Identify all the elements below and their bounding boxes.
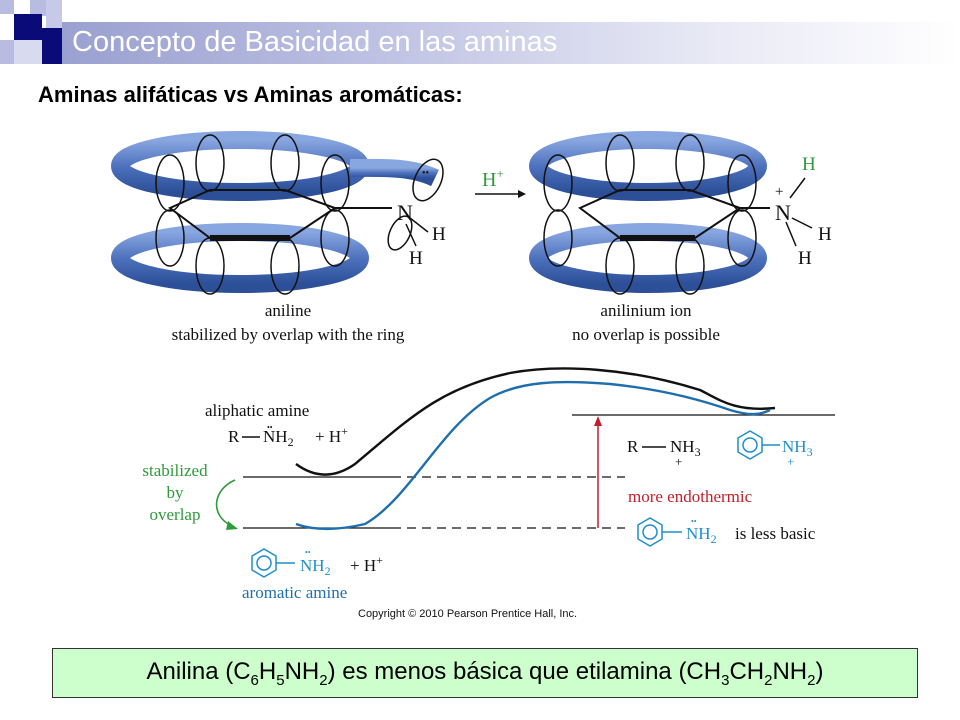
aliphatic-nh-text: NH: [263, 427, 288, 446]
copyright-notice: Copyright © 2010 Pearson Prentice Hall, …: [358, 608, 577, 620]
product-aromatic-charge: +: [787, 454, 794, 469]
benzene-ring-less-basic: [637, 517, 663, 547]
decor-square: [46, 0, 62, 28]
caption-part: H: [258, 657, 277, 685]
caption-sub: 6: [250, 671, 259, 689]
product-aromatic-nh3-sub: 3: [807, 445, 813, 459]
aromatic-dots: ••: [305, 548, 311, 557]
reaction-arrow-head: [518, 190, 526, 198]
caption-text: Anilina (C6H5NH2) es menos básica que et…: [147, 658, 824, 689]
aromatic-nh2-text: NH: [300, 556, 325, 575]
stabilized-label-3: overlap: [150, 505, 201, 524]
basicity-figure: •• N H H H+ + N H H H aniline stabilized…: [111, 131, 835, 620]
aniline-atom-h1: H: [432, 224, 446, 245]
caption-part: NH: [772, 657, 808, 685]
decor-square: [42, 28, 62, 64]
anilinium-caption-1: anilinium ion: [600, 301, 692, 320]
aromatic-nh2: NH2: [300, 556, 331, 578]
decor-square: [14, 14, 42, 40]
anilinium-atom-n: N: [775, 200, 791, 225]
aniline-caption-1: aniline: [265, 301, 311, 320]
decor-square: [0, 40, 14, 64]
slide-title: Concepto de Basicidad en las aminas: [72, 26, 558, 58]
aromatic-curve: [295, 380, 771, 531]
aromatic-label: aromatic amine: [242, 583, 347, 602]
aniline-atom-h2: H: [409, 248, 423, 269]
stabilized-arrow: [215, 479, 236, 527]
less-basic-text: is less basic: [735, 524, 816, 543]
aniline-model: [111, 131, 444, 295]
slide-subtitle: Aminas alifáticas vs Aminas aromáticas:: [38, 82, 463, 107]
caption-box: Anilina (C6H5NH2) es menos básica que et…: [52, 648, 918, 698]
reagent-h: H+: [482, 166, 504, 191]
reagent-h-sup: +: [496, 166, 503, 181]
stabilized-label-2: by: [167, 483, 185, 502]
benzene-ring-aromatic: [251, 548, 277, 578]
aliphatic-label: aliphatic amine: [205, 401, 309, 420]
aromatic-plus-h: + H+: [350, 553, 383, 575]
product-charge: +: [675, 454, 682, 469]
anilinium-model: [529, 131, 813, 295]
decor-square: [30, 0, 46, 16]
less-basic-nh2-text: NH: [686, 524, 711, 543]
aliphatic-formula-nh: NH2: [263, 427, 294, 449]
product-r: R: [627, 437, 639, 456]
more-endothermic: more endothermic: [628, 487, 753, 506]
anilinium-caption-2: no overlap is possible: [572, 325, 720, 344]
aliphatic-formula-r: R: [228, 427, 240, 446]
aromatic-plus-h-sup: +: [376, 553, 383, 567]
endothermic-arrow-head: [594, 416, 602, 426]
aliphatic-plus-h-sup: +: [341, 424, 348, 438]
anilinium-atom-h-green: H: [802, 154, 816, 175]
product-nh3: NH3: [670, 437, 701, 459]
caption-sub: 2: [807, 671, 816, 689]
caption-sub: 5: [276, 671, 285, 689]
reagent-h-text: H: [482, 169, 496, 191]
less-basic-nh2: NH2: [686, 524, 717, 546]
aromatic-plus-h-text: + H: [350, 556, 376, 575]
anilinium-atom-h2: H: [798, 248, 812, 269]
caption-sub: 2: [764, 671, 773, 689]
product-aromatic-nh3: NH3: [782, 437, 813, 459]
aniline-atom-n: N: [397, 200, 413, 225]
aromatic-nh2-sub: 2: [325, 564, 331, 578]
aliphatic-dots: ••: [267, 423, 273, 432]
aliphatic-curve: [295, 367, 776, 476]
stabilized-arrow-head: [226, 521, 238, 530]
anilinium-plus: +: [775, 184, 783, 200]
caption-part: CH: [729, 657, 765, 685]
less-basic-nh2-sub: 2: [711, 532, 717, 546]
product-nh3-text: NH: [670, 437, 695, 456]
aliphatic-nh-sub: 2: [288, 435, 294, 449]
decor-square: [14, 40, 42, 64]
caption-part: ) es menos básica que etilamina (CH: [327, 657, 722, 685]
caption-part: Anilina (C: [146, 657, 251, 685]
aliphatic-plus-h: + H+: [315, 424, 348, 446]
title-bar: [62, 22, 960, 64]
less-basic-dots: ••: [691, 517, 697, 526]
anilinium-atom-h1: H: [818, 224, 832, 245]
caption-part: NH: [284, 657, 320, 685]
caption-sub: 2: [319, 671, 328, 689]
benzene-ring-product: [737, 430, 763, 460]
product-nh3-sub: 3: [695, 445, 701, 459]
caption-sub: 3: [721, 671, 730, 689]
aniline-caption-2: stabilized by overlap with the ring: [172, 325, 405, 344]
product-aromatic-nh3-text: NH: [782, 437, 807, 456]
decor-square: [0, 0, 14, 14]
aniline-lone-pair: ••: [422, 168, 429, 179]
stabilized-label-1: stabilized: [142, 461, 208, 480]
caption-part: ): [815, 657, 824, 685]
aliphatic-plus-h-text: + H: [315, 427, 341, 446]
